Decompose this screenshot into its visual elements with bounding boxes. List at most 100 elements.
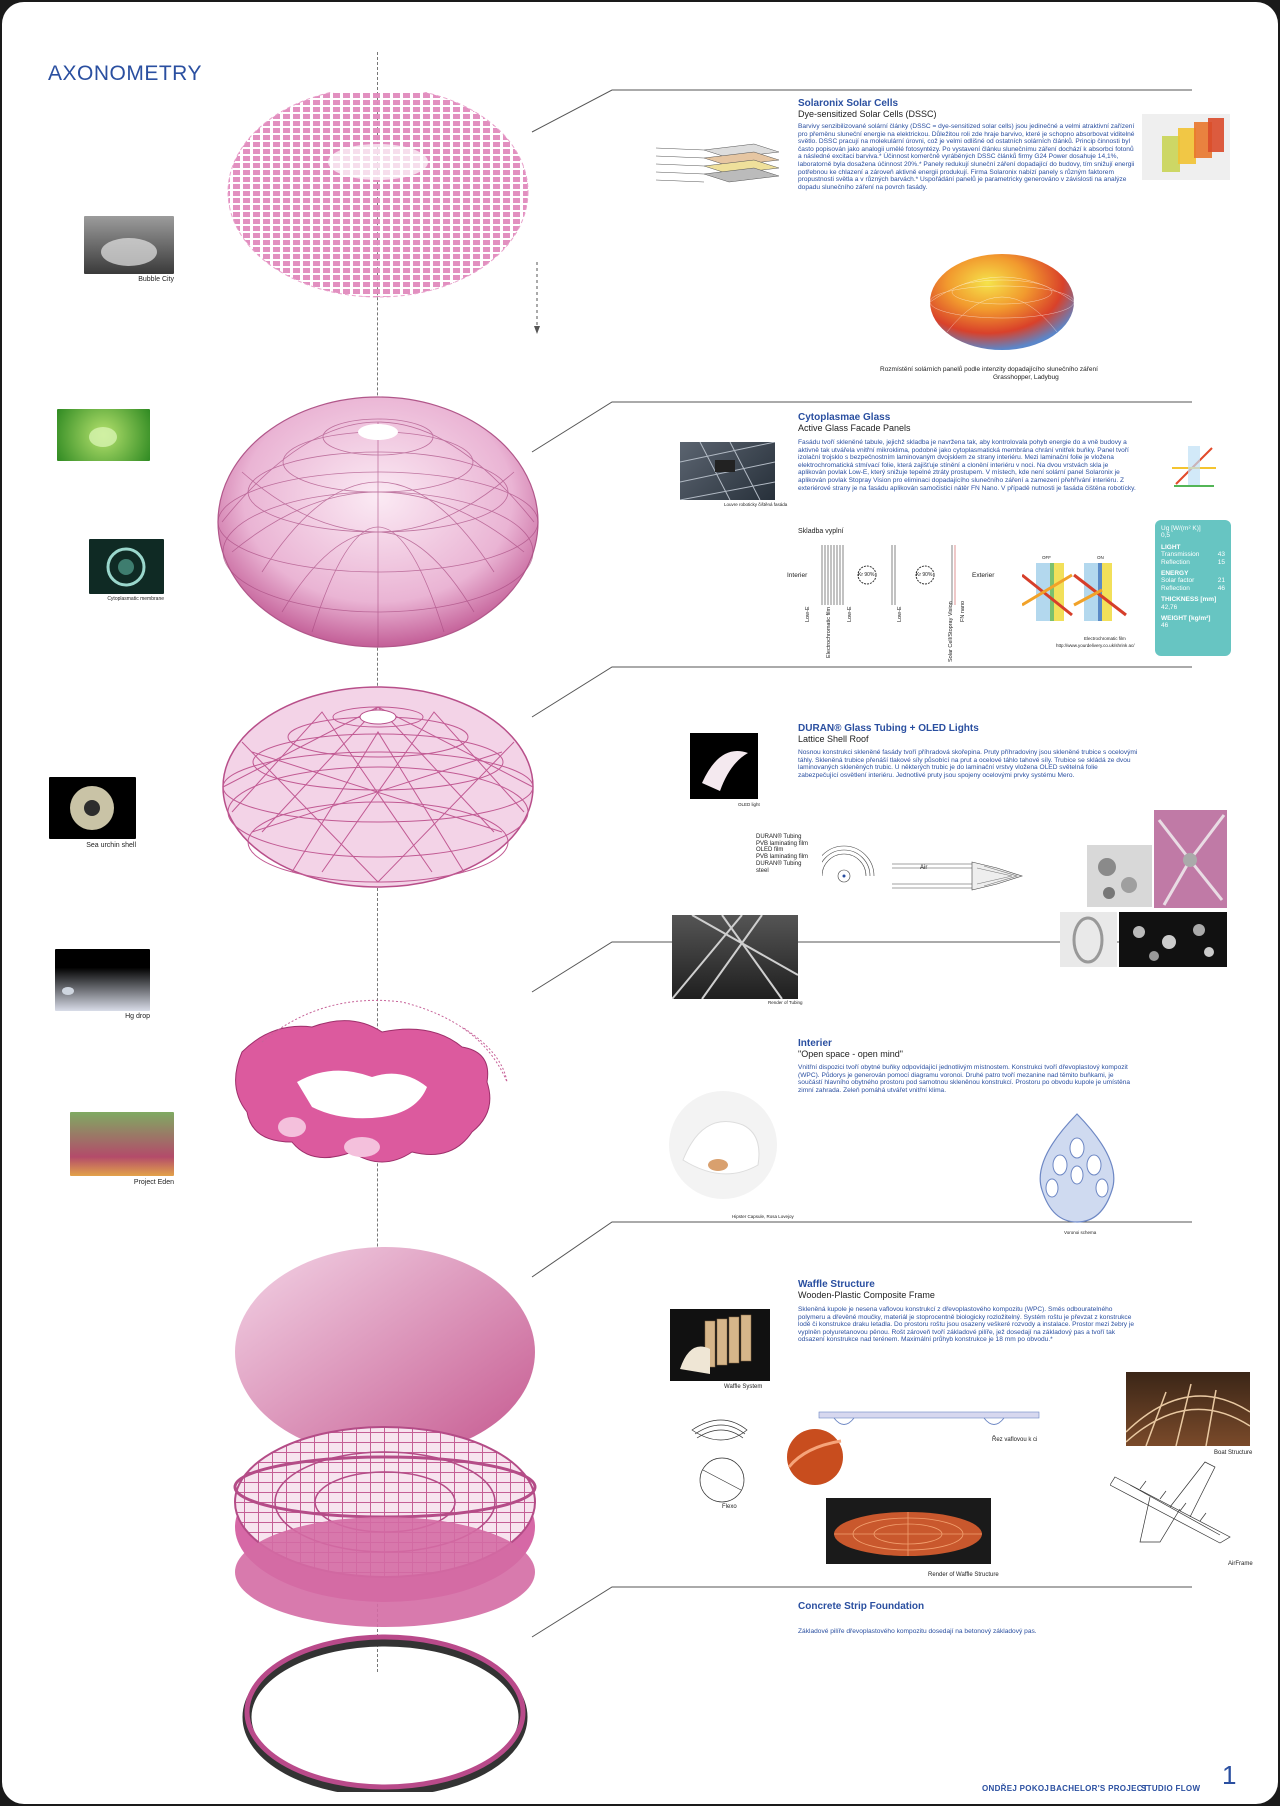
interior-label: Interier xyxy=(787,572,808,579)
layer-low-e-3: Low-E xyxy=(897,606,903,622)
boat-structure-photo xyxy=(1126,1372,1250,1446)
boat-caption: Boat Structure xyxy=(1214,1450,1253,1456)
thickness-heading: THICKNESS [mm] xyxy=(1161,596,1217,604)
solar-title: Solaronix Solar Cells xyxy=(798,98,899,109)
thickness-value: 42,76 xyxy=(1161,603,1178,611)
interier-title: Interier xyxy=(798,1038,832,1049)
waffle-system-photo xyxy=(670,1309,770,1381)
page-title: AXONOMETRY xyxy=(48,62,202,85)
cytoplasmatic-caption: Cytoplasmatic membrane xyxy=(107,596,164,602)
ec-caption: Electrochromatic film xyxy=(1084,636,1126,641)
louvre-caption: Louvre roboticky čištěná fasáda xyxy=(724,502,788,507)
electrochromatic-diagram xyxy=(1022,563,1127,621)
duran-body: Nosnou konstrukci skleněné fasády tvoří … xyxy=(798,749,1138,779)
oled-caption: OLED light xyxy=(738,802,760,807)
solar-render-caption-1: Rozmístění solárních panelů podle intenz… xyxy=(880,366,1098,373)
waffle-detail-circle xyxy=(787,1429,843,1485)
louvre-robot-photo xyxy=(680,442,775,500)
layer-low-e-1: Low-E xyxy=(805,606,811,622)
glass-body: Fasádu tvoří skleněné tabule, jejichž sk… xyxy=(798,439,1136,492)
kr1-label: Kr 90% xyxy=(858,572,875,578)
solar-tiles-layer xyxy=(227,92,540,334)
hg-drop-caption: Hg drop xyxy=(125,1013,150,1020)
interier-subtitle: "Open space - open mind" xyxy=(798,1049,903,1059)
sea-urchin-caption: Sea urchin shell xyxy=(86,842,136,849)
footer-project: BACHELOR'S PROJECT xyxy=(1050,1784,1148,1793)
solar-render-caption-2: Grasshopper, Ladybug xyxy=(993,374,1059,381)
layer-solar-stopray: Solar Cell/Stopray Vision xyxy=(948,601,954,662)
concrete-title: Concrete Strip Foundation xyxy=(798,1601,925,1612)
tube-cross-section xyxy=(822,845,1023,891)
dssc-layer-diagram xyxy=(655,143,780,183)
mero-node-photo-2 xyxy=(1154,810,1227,908)
waffle-structure-layer xyxy=(233,1247,537,1627)
waffle-render-caption: Render of Waffle Structure xyxy=(928,1572,999,1578)
concrete-ring-layer xyxy=(242,1634,528,1792)
duran-title: DURAN® Glass Tubing + OLED Lights xyxy=(798,723,979,734)
weight-value: 46 xyxy=(1161,622,1169,630)
solar-body: Barvivy senzibilizované solární články (… xyxy=(798,123,1135,191)
bubble-city-caption: Bubble City xyxy=(138,276,174,283)
glass-tube-photo xyxy=(1060,912,1117,967)
airframe-sketch xyxy=(1110,1461,1231,1544)
glass-subtitle: Active Glass Facade Panels xyxy=(798,423,911,433)
flexo-caption: Flexo xyxy=(722,1504,737,1510)
layer-fn-nano: FN nano xyxy=(960,600,966,622)
airframe-caption: AirFrame xyxy=(1228,1561,1253,1567)
tubing-render-photo xyxy=(672,915,798,999)
duran-subtitle: Lattice Shell Roof xyxy=(798,734,869,744)
air-label: Air xyxy=(920,865,928,871)
oled-light-photo xyxy=(690,733,758,799)
ec-off-label: OFF xyxy=(1042,555,1051,560)
waffle-subtitle: Wooden-Plastic Composite Frame xyxy=(798,1290,935,1300)
waffle-render-photo xyxy=(826,1498,991,1564)
skladba-label: Skladba vyplní xyxy=(798,528,844,535)
waffle-system-caption: Waffle System xyxy=(724,1384,763,1390)
concrete-body: Základové pilíře dřevoplastového kompozi… xyxy=(798,1628,1037,1635)
tube-layers-list: DURAN® Tubing PVB laminating film OLED f… xyxy=(756,834,809,874)
exterior-label: Exterier xyxy=(972,572,995,579)
ec-url: http://www.yourdelivery.co.uk/shrink ac/ xyxy=(1056,643,1135,648)
footer-studio: STUDIO FLOW xyxy=(1141,1784,1201,1793)
footer-author: ONDŘEJ POKOJ xyxy=(982,1784,1050,1793)
colored-glass-panels-photo xyxy=(1142,114,1230,180)
layer-low-e-2: Low-E xyxy=(847,606,853,622)
energy-heading: ENERGY xyxy=(1161,570,1189,578)
glass-title: Cytoplasmae Glass xyxy=(798,412,891,423)
hg-drop-photo xyxy=(55,949,150,1011)
mero-node-photo-1 xyxy=(1087,845,1152,907)
hipster-caption: Hipster Capsule, Rosa Lovejoy xyxy=(732,1214,794,1219)
page-number: 1 xyxy=(1222,1760,1237,1790)
waffle-section-drawing xyxy=(818,1411,1040,1425)
solar-radiation-render xyxy=(929,254,1075,350)
waffle-title: Waffle Structure xyxy=(798,1279,875,1290)
hipster-capsule-photo xyxy=(669,1091,777,1199)
interier-body: Vnitřní dispozici tvoří obytné buňky odp… xyxy=(798,1064,1131,1094)
axonometry-drawing xyxy=(217,92,540,1792)
interior-cells-layer xyxy=(235,999,508,1163)
glass-dome-layer xyxy=(217,396,539,648)
light-heading: LIGHT xyxy=(1161,543,1181,551)
mero-parts-photo xyxy=(1119,912,1227,967)
kr2-label: Kr 90% xyxy=(916,572,933,578)
weight-heading: WEIGHT [kg/m²] xyxy=(1161,615,1211,623)
water-drop-photo xyxy=(57,409,150,461)
layer-electrochromatic: Electrochromatic film xyxy=(826,606,832,658)
sea-urchin-photo xyxy=(49,777,136,839)
glass-section-diagram xyxy=(821,545,956,605)
project-eden-photo xyxy=(70,1112,174,1176)
waffle-body: Skleněná kupole je nesena vaflovou konst… xyxy=(798,1306,1135,1344)
voronoi-plan xyxy=(1039,1113,1115,1223)
leader-lines xyxy=(531,89,1192,1638)
waffle-section-caption: Řez vaflovou k ci xyxy=(992,1437,1038,1443)
lattice-shell-layer xyxy=(222,686,534,888)
ec-on-label: ON xyxy=(1097,555,1104,560)
solar-subtitle: Dye-sensitized Solar Cells (DSSC) xyxy=(798,109,937,119)
cytoplasmatic-membrane-photo xyxy=(89,539,164,594)
bubble-city-photo xyxy=(84,216,174,274)
